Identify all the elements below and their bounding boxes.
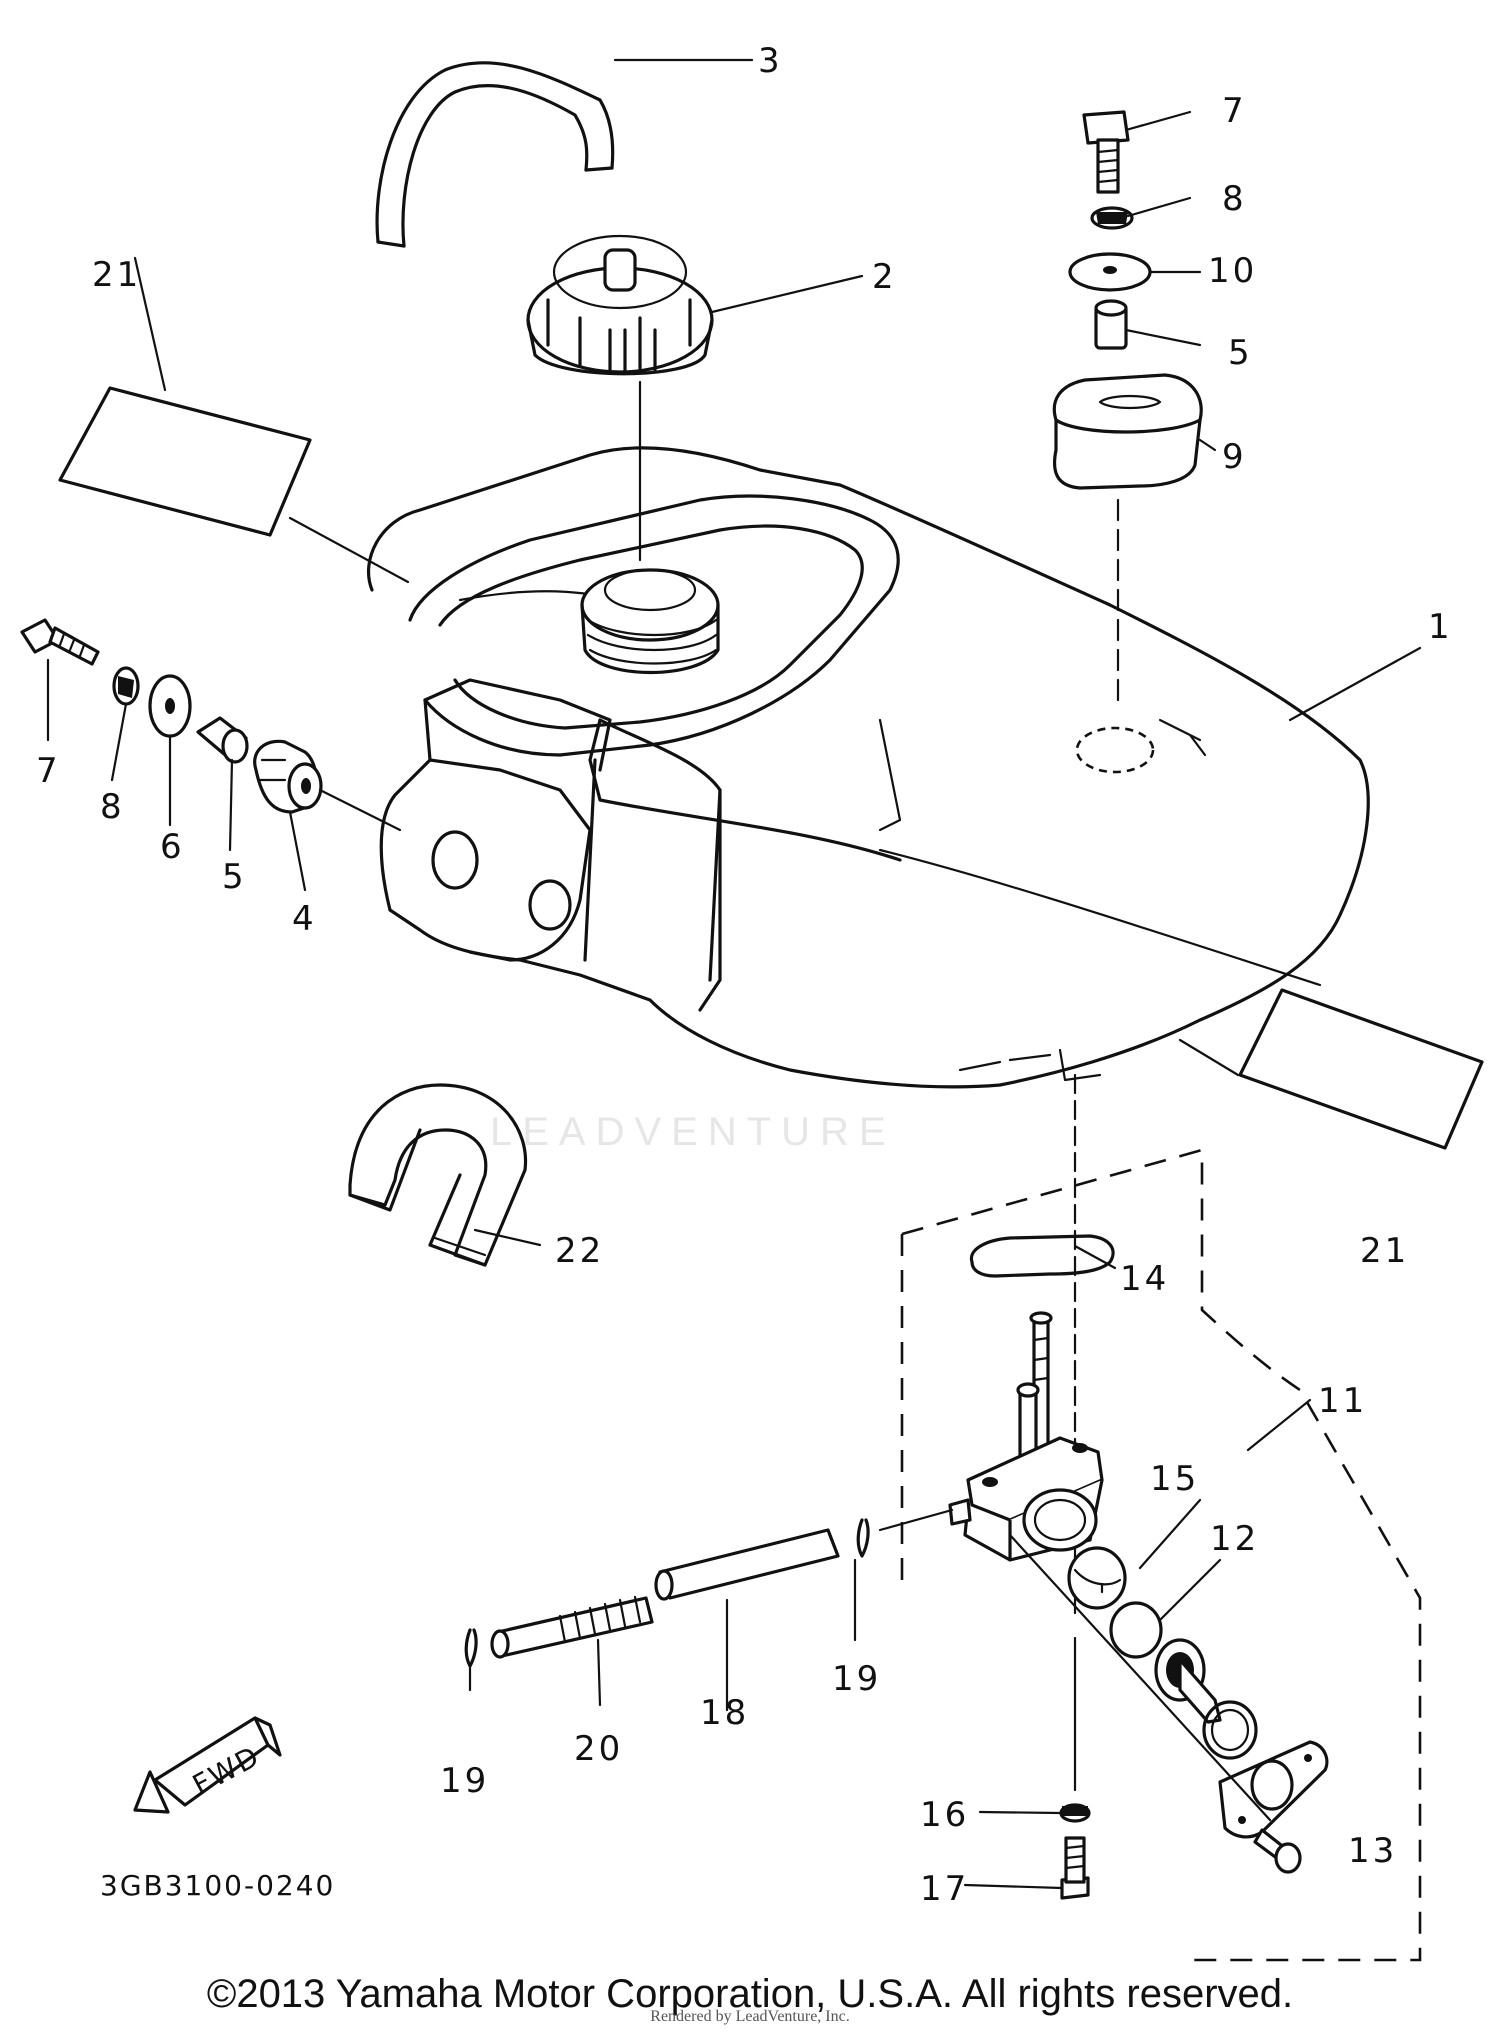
callout-16: 16 xyxy=(920,1795,969,1835)
callout-13: 13 xyxy=(1348,1831,1397,1871)
breather-hose xyxy=(375,61,615,248)
copyright-notice: ©2013 Yamaha Motor Corporation, U.S.A. A… xyxy=(206,1972,1294,2016)
lock-washer-top xyxy=(1090,206,1134,230)
emblem-left xyxy=(58,386,410,584)
clip-left xyxy=(464,1628,478,1668)
clip-right xyxy=(856,1518,870,1558)
damper-front xyxy=(253,739,323,814)
fuel-cock-body xyxy=(878,1311,1104,1562)
cock-plate xyxy=(1218,1740,1329,1839)
collar-top xyxy=(1094,299,1128,350)
fuel-tank xyxy=(366,446,1370,1089)
callout-14: 14 xyxy=(1120,1259,1169,1299)
callout-leaders xyxy=(46,58,1422,1890)
callout-5-top: 5 xyxy=(1228,333,1253,373)
callout-18: 18 xyxy=(700,1693,749,1733)
strainer xyxy=(1154,1638,1222,1724)
fuel-cock-group-box xyxy=(900,1073,1422,1962)
part-code: 3GB3100-0240 xyxy=(100,1869,335,1902)
front-mount-leader-line xyxy=(318,788,402,832)
callout-10: 10 xyxy=(1208,251,1257,291)
callout-9: 9 xyxy=(1222,437,1247,477)
fuel-cap xyxy=(526,234,714,376)
collar-front xyxy=(196,716,249,764)
washer-top xyxy=(1068,252,1152,292)
callout-6: 6 xyxy=(160,827,185,867)
callout-5-front: 5 xyxy=(222,857,247,897)
cock-gasket xyxy=(969,1234,1115,1278)
callout-8-top: 8 xyxy=(1222,179,1247,219)
callout-7-top: 7 xyxy=(1222,91,1247,131)
watermark-text: LEADVENTURE xyxy=(490,1110,896,1154)
bolt-17 xyxy=(1060,1836,1090,1900)
emblem-right xyxy=(1178,988,1484,1150)
cup xyxy=(1067,1546,1127,1610)
bolt-top xyxy=(1082,110,1130,194)
callout-15: 15 xyxy=(1150,1459,1199,1499)
callout-3: 3 xyxy=(758,41,783,81)
callout-1: 1 xyxy=(1428,607,1453,647)
callout-21-left: 21 xyxy=(92,255,141,295)
callout-11: 11 xyxy=(1318,1381,1367,1421)
callout-21-right: 21 xyxy=(1360,1231,1409,1271)
callout-20: 20 xyxy=(574,1729,623,1769)
callout-19-right: 19 xyxy=(832,1659,881,1699)
callout-19-left: 19 xyxy=(440,1761,489,1801)
callout-8-front: 8 xyxy=(100,787,125,827)
oring xyxy=(1109,1601,1163,1659)
fwd-label: FWD xyxy=(187,1739,265,1802)
cock-assembly-axis xyxy=(1008,1533,1272,1822)
callout-4: 4 xyxy=(292,899,317,939)
callout-2: 2 xyxy=(872,257,897,297)
washer-16 xyxy=(1059,1803,1091,1823)
fuel-hose xyxy=(654,1528,840,1601)
callout-7-front: 7 xyxy=(36,751,61,791)
u-cover xyxy=(348,1083,528,1267)
callout-22: 22 xyxy=(555,1231,604,1271)
bolt-front xyxy=(20,618,100,666)
callout-12: 12 xyxy=(1210,1519,1259,1559)
washer-front xyxy=(148,674,192,738)
callout-17: 17 xyxy=(920,1869,969,1909)
rendered-by-note: Rendered by LeadVenture, Inc. xyxy=(650,2008,850,2025)
fuel-filter xyxy=(490,1595,654,1659)
packing-ring xyxy=(1202,1700,1258,1760)
fwd-arrow: FWD xyxy=(133,1716,282,1814)
damper-top xyxy=(1052,373,1203,490)
lock-washer-front xyxy=(112,666,140,706)
cock-screw xyxy=(1253,1828,1302,1874)
